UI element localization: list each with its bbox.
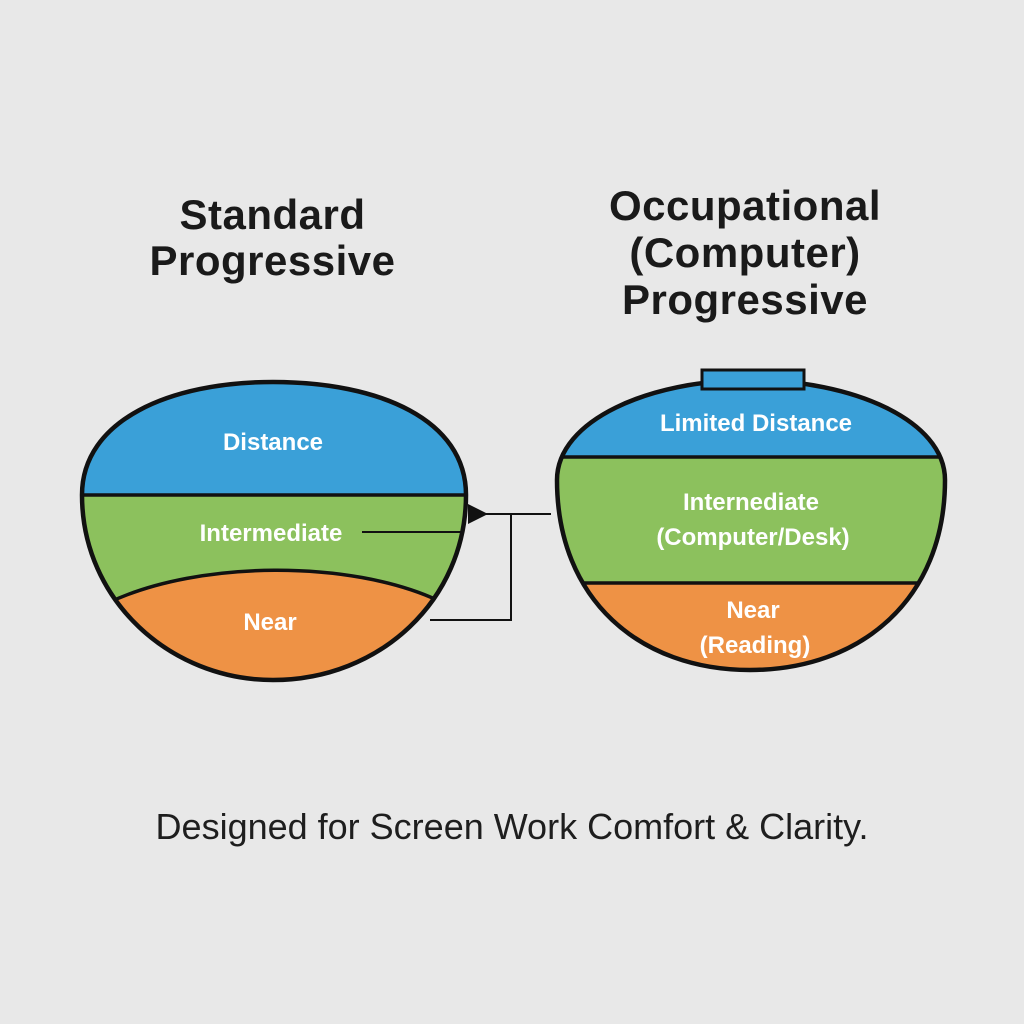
title-line: Standard	[179, 191, 366, 238]
distance-label: Distance	[223, 429, 323, 456]
standard-lens-outline	[79, 379, 469, 683]
standard-lens	[82, 382, 466, 680]
title-line: Progressive	[622, 276, 868, 323]
caption: Designed for Screen Work Comfort & Clari…	[155, 806, 869, 847]
occupational-lens-outline	[554, 377, 948, 673]
frame-tab	[700, 368, 806, 391]
intermediate-label-line1: Internediate	[683, 489, 819, 516]
near-label: Near	[243, 609, 296, 636]
intermediate-label-line2: (Computer/Desk)	[656, 524, 849, 551]
limited-distance-label: Limited Distance	[660, 410, 852, 437]
standard-progressive-title: Standard Progressive	[100, 192, 445, 284]
connector-arrow	[430, 504, 551, 621]
near-label-line2: (Reading)	[700, 632, 811, 659]
near-label-line1: Near	[726, 597, 779, 624]
title-line: (Computer)	[629, 229, 861, 276]
occupational-progressive-title: Occupational (Computer) Progressive	[575, 182, 915, 323]
title-line: Progressive	[149, 237, 396, 284]
title-line: Occupational	[608, 182, 882, 229]
intermediate-zone	[557, 457, 945, 583]
intermediate-label: Intermediate	[200, 520, 343, 547]
